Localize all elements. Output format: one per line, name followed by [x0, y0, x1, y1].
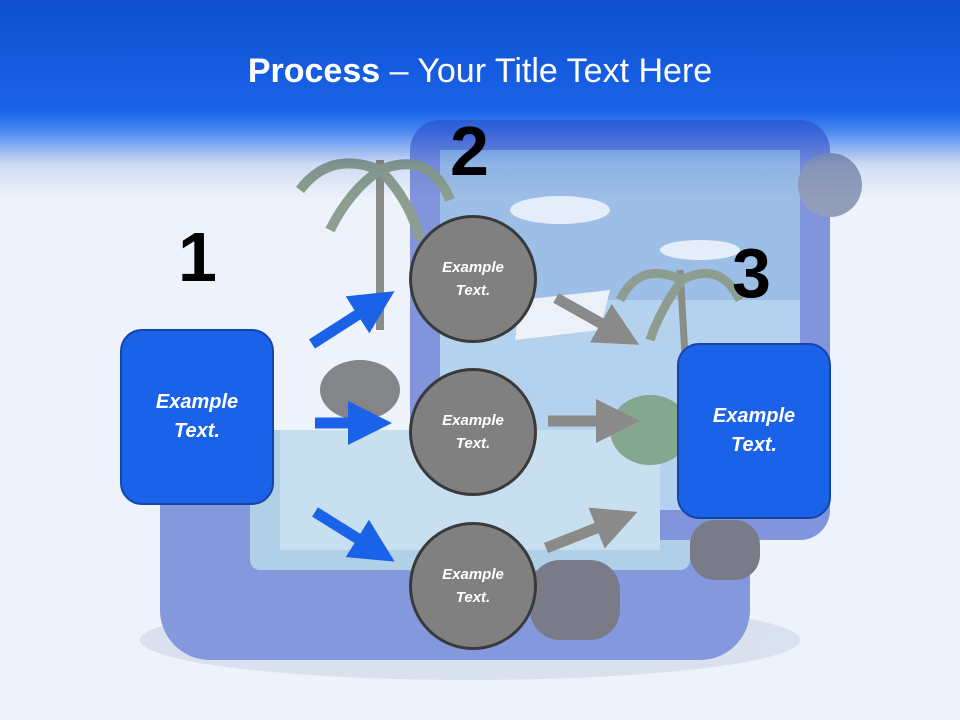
title-bold: Process — [247, 52, 381, 90]
step-3-text: Example Text. — [712, 405, 796, 456]
slide-title: Process – Your Title Text Here — [0, 52, 960, 91]
step-1-number: 1 — [178, 218, 217, 296]
step-2-circle-top-text: Example Text. — [442, 259, 504, 299]
step-3-box: Example Text. — [677, 343, 831, 519]
step-2-number: 2 — [450, 112, 489, 190]
step-2-circle-top: Example Text. — [409, 215, 537, 343]
title-rest: – Your Title Text Here — [380, 52, 713, 90]
step-1-box: Example Text. — [120, 329, 274, 505]
step-2-circle-bottom: Example Text. — [409, 522, 537, 650]
step-2-circle-middle-text: Example Text. — [442, 412, 504, 452]
step-1-text: Example Text. — [155, 391, 239, 442]
step-2-circle-bottom-text: Example Text. — [442, 566, 504, 606]
step-3-number: 3 — [732, 234, 771, 312]
step-2-circle-middle: Example Text. — [409, 368, 537, 496]
